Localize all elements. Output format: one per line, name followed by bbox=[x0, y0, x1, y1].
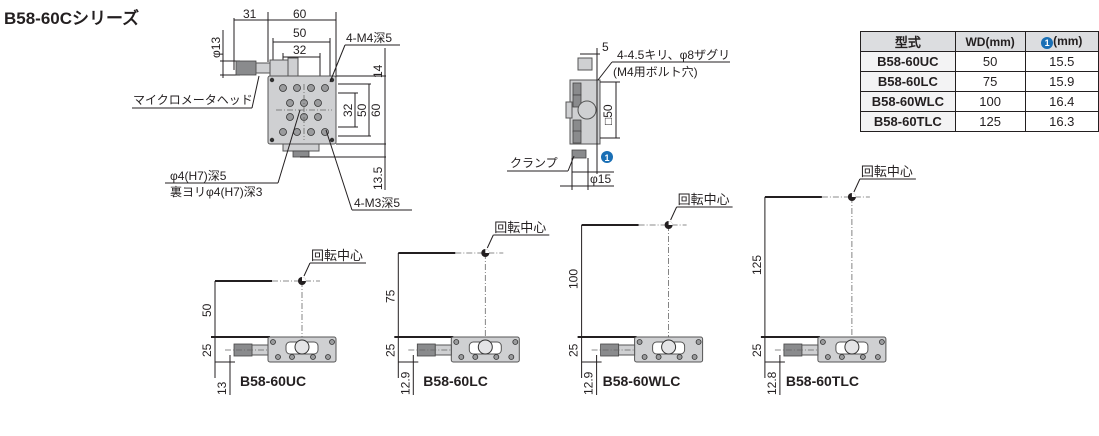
cell-one: 16.4 bbox=[1024, 91, 1099, 112]
screw-hole bbox=[321, 84, 329, 92]
dim-wd: 50 bbox=[200, 303, 214, 317]
side-view: 5 □50 4-4.5キリ、φ8ザグリ (M4用ボルト穴) クランプ 1 φ15 bbox=[507, 40, 730, 190]
label-bolt-hole-note: (M4用ボルト穴) bbox=[613, 64, 698, 79]
screw-hole bbox=[314, 99, 322, 107]
dim-wd: 100 bbox=[567, 269, 581, 289]
cell-one: 16.3 bbox=[1024, 111, 1099, 132]
dim-50: 50 bbox=[293, 26, 307, 40]
dim-base: 12.9 bbox=[582, 371, 596, 395]
dim-v50: 50 bbox=[355, 103, 369, 117]
mount-hole bbox=[269, 137, 275, 143]
marker-1-icon: 1 bbox=[1041, 37, 1054, 49]
dim-phi15: φ15 bbox=[590, 172, 611, 186]
dim-base: 13 bbox=[215, 381, 229, 395]
dim-32: 32 bbox=[293, 43, 307, 57]
cell-wd: 50 bbox=[954, 51, 1026, 72]
dim-14: 14 bbox=[371, 64, 385, 78]
label-bolt-hole: 4-4.5キリ、φ8ザグリ bbox=[617, 48, 730, 62]
label-pin-hole: φ4(H7)深5 bbox=[170, 169, 227, 183]
screw-hole bbox=[307, 128, 315, 136]
screw-hole bbox=[293, 84, 301, 92]
rotation-center-label: 回転中心 bbox=[494, 220, 546, 235]
header-marker: 1(mm) bbox=[1024, 31, 1099, 52]
rotation-center-label: 回転中心 bbox=[861, 164, 913, 179]
marker-1-icon bbox=[601, 151, 613, 163]
screw-hole bbox=[279, 128, 287, 136]
dim-height: 25 bbox=[200, 343, 214, 357]
cell-wd: 75 bbox=[954, 71, 1026, 92]
model-label: B58-60TLC bbox=[786, 373, 859, 389]
dim-square-50: □50 bbox=[601, 104, 615, 125]
marker-1-label: 1 bbox=[605, 153, 610, 163]
header-wd: WD(mm) bbox=[954, 31, 1026, 52]
dim-base: 12.9 bbox=[398, 371, 412, 395]
label-clamp: クランプ bbox=[510, 156, 558, 170]
cell-model: B58-60UC bbox=[860, 51, 956, 72]
dim-phi13: φ13 bbox=[209, 37, 223, 58]
dim-base: 12.8 bbox=[765, 371, 779, 395]
cell-one: 15.9 bbox=[1024, 71, 1099, 92]
micrometer-knob bbox=[235, 60, 257, 76]
dim-v32: 32 bbox=[341, 103, 355, 117]
clamp bbox=[292, 150, 310, 158]
screw-hole bbox=[286, 99, 294, 107]
mount-hole bbox=[329, 137, 335, 143]
dim-height: 25 bbox=[383, 343, 397, 357]
top-view: 31 60 50 32 φ13 14 60 50 32 13.5 4-M4深5 … bbox=[132, 7, 412, 211]
dim-5: 5 bbox=[602, 40, 609, 54]
model-label: B58-60WLC bbox=[603, 373, 681, 389]
screw-hole bbox=[279, 84, 287, 92]
mount-hole bbox=[269, 77, 275, 83]
cell-model: B58-60TLC bbox=[860, 111, 956, 132]
label-micrometer-head: マイクロメータヘッド bbox=[133, 93, 253, 107]
header-model: 型式 bbox=[860, 31, 956, 52]
dim-60: 60 bbox=[293, 7, 307, 21]
header-marker-unit: (mm) bbox=[1053, 34, 1083, 48]
dim-height: 25 bbox=[750, 343, 764, 357]
screw-hole bbox=[314, 113, 322, 121]
rotation-center-label: 回転中心 bbox=[678, 192, 730, 207]
dim-height: 25 bbox=[567, 343, 581, 357]
dim-v60: 60 bbox=[369, 103, 383, 117]
label-pin-hole-back: 裏ヨリφ4(H7)深3 bbox=[170, 184, 263, 199]
cell-one: 15.5 bbox=[1024, 51, 1099, 72]
dim-wd: 125 bbox=[750, 255, 764, 275]
screw-hole bbox=[286, 113, 294, 121]
cell-wd: 100 bbox=[954, 91, 1026, 112]
table-header-row: 型式 WD(mm) 1(mm) bbox=[860, 31, 1099, 52]
wd-view-b58-60uc: 回転中心 50 25 13 B58-60UC bbox=[200, 248, 366, 395]
screw-hole bbox=[307, 84, 315, 92]
dim-wd: 75 bbox=[383, 289, 397, 303]
label-4-m4: 4-M4深5 bbox=[346, 31, 392, 45]
cell-wd: 125 bbox=[954, 111, 1026, 132]
rotation-center-label: 回転中心 bbox=[311, 248, 363, 263]
dim-31: 31 bbox=[243, 7, 257, 21]
dim-13-5: 13.5 bbox=[371, 166, 385, 190]
model-label: B58-60UC bbox=[240, 373, 306, 389]
model-label: B58-60LC bbox=[423, 373, 488, 389]
label-4-m3: 4-M3深5 bbox=[354, 196, 400, 210]
cell-model: B58-60LC bbox=[860, 71, 956, 92]
cell-model: B58-60WLC bbox=[860, 91, 956, 112]
series-title: B58-60Cシリーズ bbox=[4, 9, 140, 28]
